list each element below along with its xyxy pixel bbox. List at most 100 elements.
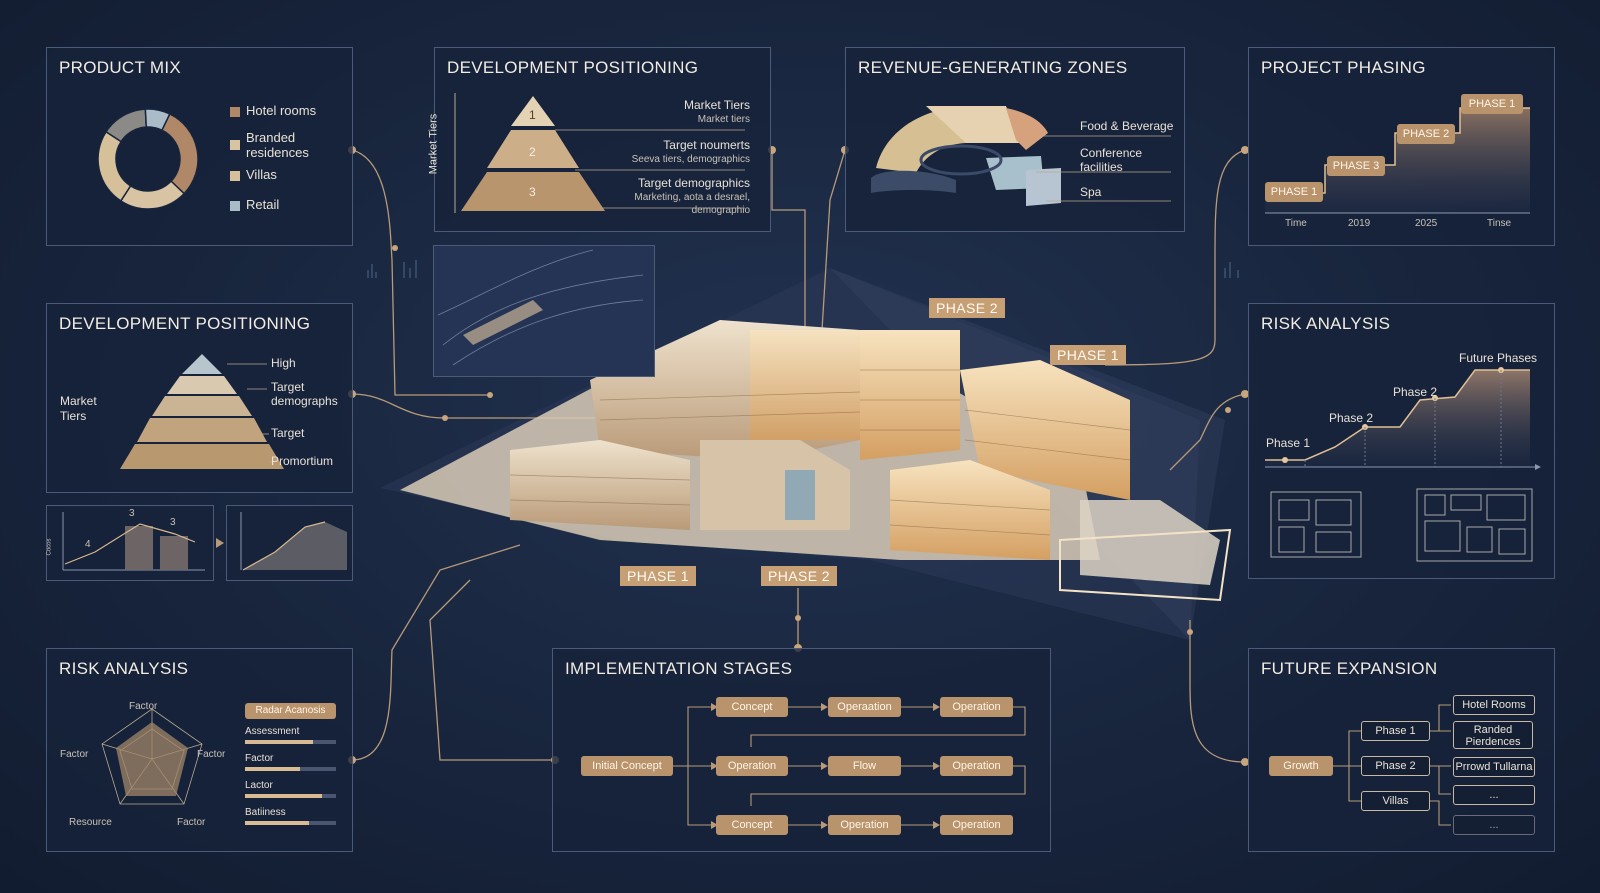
tier-pyramid — [454, 93, 605, 213]
risk-future-phases: Future Phases — [1459, 351, 1538, 365]
legend-branded: Branded — [246, 130, 296, 145]
phase-2-tag-bottom: PHASE 2 — [761, 566, 837, 586]
tiers-label: Tiers — [60, 409, 87, 423]
risk-analysis-left-panel: RISK ANALYSIS Factor Factor Factor Resou… — [46, 648, 353, 852]
positioning-target-2: Target — [271, 426, 305, 440]
zones-model — [871, 106, 1061, 206]
phase-1-tag-bottom: PHASE 1 — [620, 566, 696, 586]
legend-swatch-villas — [230, 171, 240, 181]
phasing-step-4: PHASE 1 — [1461, 94, 1523, 114]
phasing-axis-2019: 2019 — [1348, 218, 1371, 229]
mini-bar-chart: 3 4 3 Cocos — [46, 505, 214, 581]
dev-positioning-left-title: DEVELOPMENT POSITIONING — [59, 314, 311, 333]
implementation-panel: IMPLEMENTATION STAGES Initial Concept Co… — [552, 648, 1051, 852]
revenue-zones-title: REVENUE-GENERATING ZONES — [858, 58, 1128, 77]
impl-r2-flow: Flow — [828, 756, 901, 776]
risk-bar-track — [245, 740, 336, 744]
row-3-sub2: demographio — [691, 205, 750, 216]
radar-header-chip: Radar Acanosis — [245, 703, 336, 719]
tier-3-label: 3 — [529, 185, 536, 199]
mini-bar-ylabel: Cocos — [46, 538, 53, 556]
positioning-high: High — [271, 356, 296, 370]
impl-r3-operation-a: Operation — [828, 815, 901, 835]
donut-slice — [160, 112, 199, 195]
dev-positioning-left-panel: DEVELOPMENT POSITIONING Market Tiers Hig… — [46, 303, 353, 493]
phasing-step-1: PHASE 1 — [1265, 182, 1323, 202]
legend-swatch-hotel — [230, 107, 240, 117]
donut-slice — [97, 130, 132, 202]
row-2-main: Target noumerts — [663, 138, 750, 152]
impl-r3-concept: Concept — [716, 815, 788, 835]
risk-analysis-right-panel: RISK ANALYSIS Phase 1 Phase 2 Phase 2 Fu… — [1248, 303, 1555, 579]
risk-phase-2b: Phase 2 — [1393, 385, 1438, 399]
expansion-more-1: ... — [1453, 785, 1535, 805]
project-phasing-panel: PROJECT PHASING PHASE 1 PHASE 3 PHASE 2 … — [1248, 47, 1555, 246]
dev-positioning-top-panel: DEVELOPMENT POSITIONING Market Tiers 1 2… — [427, 47, 771, 232]
future-expansion-panel: FUTURE EXPANSION Growth Phase 1 Phase 2 … — [1248, 648, 1555, 852]
impl-r2-operation-b: Operation — [940, 756, 1013, 776]
risk-bar-label: Assessment — [245, 726, 300, 737]
impl-r1-operaation: Operaation — [828, 697, 901, 717]
expansion-tree-lines — [1333, 704, 1451, 826]
legend-swatch-retail — [230, 201, 240, 211]
risk-bar-fill — [245, 740, 314, 744]
market-label: Market — [60, 394, 97, 408]
impl-r1-concept: Concept — [716, 697, 788, 717]
zone-food-beverage: Food & Beverage — [1080, 119, 1174, 133]
phase-2-tag-top: PHASE 2 — [929, 298, 1005, 318]
row-1-main: Market Tiers — [683, 98, 750, 112]
risk-bar-track — [245, 821, 336, 825]
risk-bar-track — [245, 794, 336, 798]
phasing-axis-tinse: Tinse — [1487, 218, 1512, 229]
row-1-sub: Market tiers — [697, 114, 750, 125]
expansion-randed: Randed Pierdences — [1453, 721, 1533, 749]
zone-spa: Spa — [1080, 185, 1102, 199]
risk-phase-2a: Phase 2 — [1329, 411, 1374, 425]
future-expansion-title: FUTURE EXPANSION — [1261, 659, 1438, 678]
positioning-demographs: demographs — [271, 394, 338, 408]
tier-1-label: 1 — [529, 108, 536, 122]
legend-retail: Retail — [246, 197, 280, 212]
expansion-more-2: ... — [1453, 815, 1535, 835]
impl-r2-operation-a: Operation — [716, 756, 788, 776]
product-mix-title: PRODUCT MIX — [59, 58, 181, 77]
expansion-randed-line1: Randed — [1473, 724, 1513, 736]
phasing-axis-time: Time — [1285, 218, 1307, 229]
mini-bar-label-c: 3 — [170, 517, 176, 528]
donut-slice — [144, 108, 171, 132]
risk-area-chart — [1265, 367, 1541, 470]
mini-area-chart — [226, 505, 353, 581]
product-mix-donut — [97, 108, 199, 210]
dev-positioning-top-title: DEVELOPMENT POSITIONING — [447, 58, 699, 77]
site-map-sketch — [437, 249, 644, 366]
risk-bar-fill — [245, 767, 300, 771]
row-3-sub: Marketing, aota a desrael, — [634, 192, 750, 203]
site-map-thumbnail — [433, 245, 655, 377]
radar-label-right: Factor — [197, 749, 226, 760]
phasing-step-2: PHASE 3 — [1327, 156, 1385, 176]
arrow-icon — [216, 538, 224, 548]
radar-label-left: Factor — [60, 749, 89, 760]
legend-swatch-residences — [230, 140, 240, 150]
radar-label-top: Factor — [129, 701, 158, 712]
risk-left-title: RISK ANALYSIS — [59, 659, 189, 678]
implementation-flow-lines — [671, 703, 1026, 829]
legend-residences: residences — [246, 145, 309, 160]
phasing-step-3: PHASE 2 — [1397, 124, 1455, 144]
phasing-axis-2025: 2025 — [1415, 218, 1438, 229]
positioning-target-1: Target — [271, 380, 305, 394]
mini-area-chart-plot — [240, 512, 347, 571]
row-3-main: Target demographics — [637, 176, 750, 190]
phasing-steps — [1265, 107, 1530, 214]
positioning-guide-lines — [227, 363, 272, 463]
mini-bar-chart-plot — [62, 512, 205, 571]
radar-chart — [101, 708, 203, 805]
legend-villas: Villas — [246, 167, 277, 182]
floor-plan-icon-1 — [1270, 491, 1362, 558]
positioning-pyramid — [120, 354, 284, 469]
phase-1-tag-right: PHASE 1 — [1050, 345, 1126, 365]
product-mix-panel: PRODUCT MIX Hotel rooms Branded residenc… — [46, 47, 353, 246]
legend-hotel-rooms: Hotel rooms — [246, 103, 317, 118]
implementation-title: IMPLEMENTATION STAGES — [565, 659, 793, 678]
mini-bar-label-a: 3 — [129, 508, 135, 519]
